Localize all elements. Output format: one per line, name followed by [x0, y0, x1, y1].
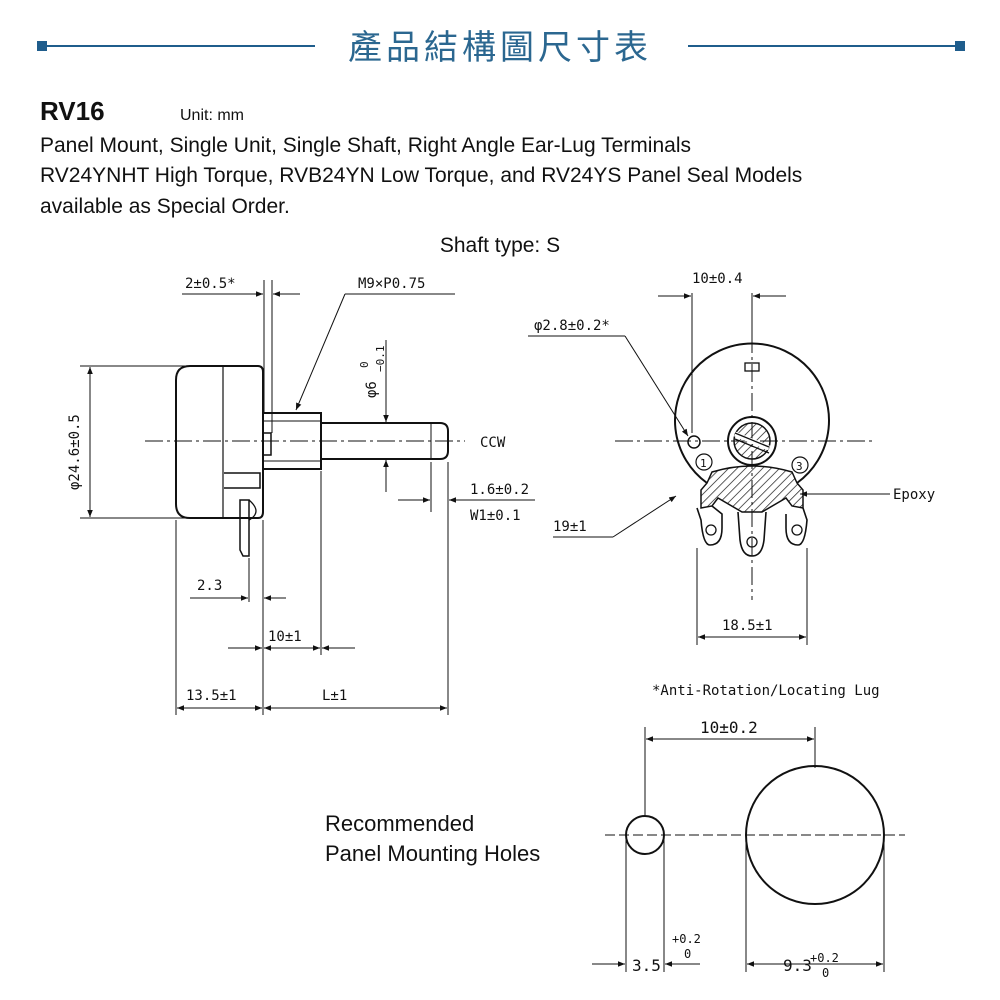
large-hole-tol-upper: +0.2	[810, 951, 839, 965]
ccw-label: CCW	[480, 435, 506, 451]
dim-10-top-label: 10±0.4	[692, 271, 743, 287]
spacing-label: 10±0.2	[700, 718, 758, 737]
side-view-labels: 2±0.5* M9×P0.75 φ6 0 −0.1 φ24.6±0.5 CCW …	[67, 276, 529, 704]
dim-23-label: 2.3	[197, 578, 222, 594]
shaft-dia-tol-upper: 0	[358, 361, 371, 368]
unit-label: Unit: mm	[180, 107, 244, 124]
header-line-left	[45, 45, 315, 47]
dim-185-label: 18.5±1	[722, 618, 773, 634]
description-line-3: available as Special Order.	[40, 195, 290, 218]
mounting-title-line-1: Recommended	[325, 811, 475, 836]
header-line-right	[688, 45, 960, 47]
mounting-holes	[592, 727, 905, 972]
side-view	[80, 280, 535, 715]
model-name: RV16	[40, 96, 105, 126]
terminal-3-label: 3	[796, 460, 803, 473]
large-hole-tol-lower: 0	[822, 966, 829, 980]
thread-label: M9×P0.75	[358, 276, 425, 292]
dim-10-label: 10±1	[268, 629, 302, 645]
small-hole-tol-lower: 0	[684, 947, 691, 961]
lug-note: *Anti-Rotation/Locating Lug	[652, 683, 880, 699]
epoxy-label: Epoxy	[893, 487, 935, 503]
shaft-dia-label: φ6	[364, 381, 380, 398]
small-hole-tol-upper: +0.2	[672, 932, 701, 946]
dim-135-label: 13.5±1	[186, 688, 237, 704]
description-line-1: Panel Mount, Single Unit, Single Shaft, …	[40, 134, 691, 157]
body-dia-label: φ24.6±0.5	[67, 414, 83, 490]
mounting-title-line-2: Panel Mounting Holes	[325, 841, 541, 866]
slot-depth-label: 1.6±0.2	[470, 482, 529, 498]
terminal-1-label: 1	[700, 457, 707, 470]
description-line-2: RV24YNHT High Torque, RVB24YN Low Torque…	[40, 164, 803, 187]
radius-label: 19±1	[553, 519, 587, 535]
mounting-labels: 10±0.2 3.5 +0.2 0 9.3 +0.2 0	[632, 718, 839, 980]
slot-width-label: W1±0.1	[470, 508, 521, 524]
shaft-type-label: Shaft type: S	[439, 234, 561, 257]
front-view	[528, 293, 890, 645]
front-view-labels: 10±0.4 φ2.8±0.2* 19±1 Epoxy 1 3 18.5±1 *…	[534, 271, 935, 699]
dim-L-label: L±1	[322, 688, 347, 704]
header-dot-right	[955, 41, 965, 51]
small-hole-label: 3.5	[632, 956, 661, 975]
dim-2-label: 2±0.5*	[185, 276, 236, 292]
large-hole-label: 9.3	[783, 956, 812, 975]
page-title: 產品結構圖尺寸表	[348, 28, 652, 68]
header-dot-left	[37, 41, 47, 51]
shaft-dia-tol-lower: −0.1	[374, 346, 387, 373]
lug-hole-label: φ2.8±0.2*	[534, 318, 610, 334]
